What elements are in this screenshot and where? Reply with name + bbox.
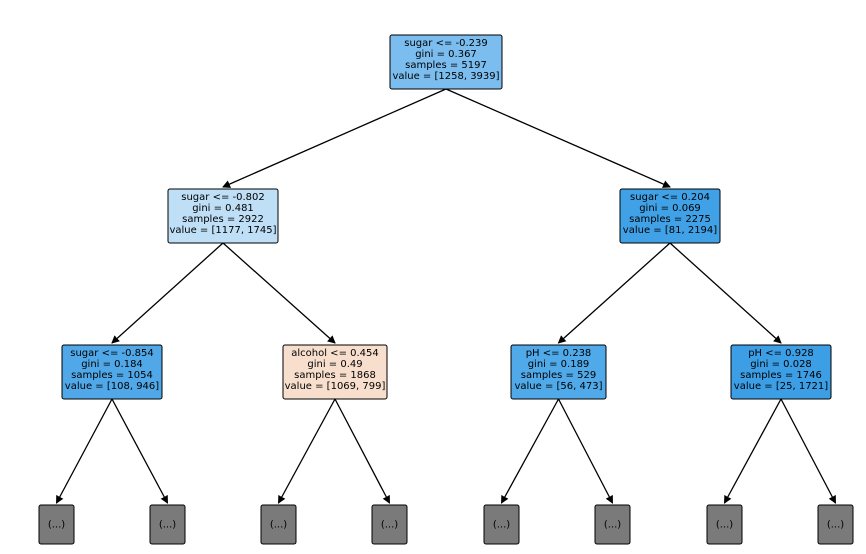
edge-n3-l0	[55, 398, 113, 504]
edge-n1-n4	[222, 242, 336, 344]
edge-n6-l7	[780, 398, 837, 504]
node-line: value = [56, 473]	[514, 381, 602, 392]
leaf-label: (...)	[159, 520, 176, 531]
truncated-leaf-l1: (...)	[149, 504, 186, 545]
node-box	[619, 188, 721, 244]
node-line: samples = 5197	[405, 60, 487, 71]
node-line: value = [1258, 3939]	[392, 71, 499, 82]
node-box	[389, 34, 503, 90]
node-line: gini = 0.189	[528, 359, 590, 370]
edge-n0-n1	[222, 88, 447, 188]
node-line: value = [25, 1721]	[734, 381, 828, 392]
node-box	[282, 344, 388, 400]
truncated-leaf-l4: (...)	[483, 504, 520, 545]
node-line: sugar <= -0.239	[404, 38, 488, 49]
node-line: value = [81, 2194]	[623, 225, 717, 236]
node-line: sugar <= -0.854	[70, 348, 154, 359]
node-line: samples = 1054	[71, 370, 153, 381]
node-line: pH <= 0.238	[526, 348, 592, 359]
leaf-box	[260, 504, 297, 545]
truncated-leaf-l3: (...)	[371, 504, 408, 545]
node-line: sugar <= -0.802	[181, 192, 265, 203]
node-line: pH <= 0.928	[748, 348, 814, 359]
node-line: samples = 2922	[182, 214, 264, 225]
leaf-label: (...)	[493, 520, 510, 531]
leaf-label: (...)	[48, 520, 65, 531]
edge-n4-l3	[334, 398, 391, 504]
leaf-box	[483, 504, 520, 545]
leaf-label: (...)	[716, 520, 733, 531]
node-line: value = [108, 946]	[65, 381, 159, 392]
node-line: gini = 0.184	[81, 359, 143, 370]
leaf-box	[706, 504, 743, 545]
node-line: samples = 1868	[294, 370, 376, 381]
node-line: gini = 0.481	[192, 203, 254, 214]
leaf-label: (...)	[604, 520, 621, 531]
leaf-label: (...)	[827, 520, 844, 531]
leaf-label: (...)	[381, 520, 398, 531]
edge-n5-l4	[500, 398, 560, 504]
edge-n1-n3	[111, 242, 224, 344]
node-box	[510, 344, 607, 400]
node-box	[167, 188, 279, 244]
truncated-leaf-l6: (...)	[706, 504, 743, 545]
node-line: samples = 1746	[740, 370, 822, 381]
edge-n0-n2	[445, 88, 671, 188]
edge-n5-l5	[557, 398, 614, 504]
leaf-label: (...)	[270, 520, 287, 531]
node-box	[730, 344, 832, 400]
leaf-box	[371, 504, 408, 545]
node-line: samples = 2275	[629, 214, 711, 225]
truncated-leaf-l0: (...)	[38, 504, 75, 545]
truncated-leaf-l5: (...)	[594, 504, 631, 545]
node-line: gini = 0.367	[415, 49, 477, 60]
node-line: alcohol <= 0.454	[291, 348, 379, 359]
node-line: sugar <= 0.204	[630, 192, 710, 203]
node-line: gini = 0.49	[307, 359, 362, 370]
node-box	[61, 344, 163, 400]
node-line: gini = 0.028	[750, 359, 812, 370]
edge-n2-n5	[557, 242, 671, 344]
truncated-leaf-l7: (...)	[817, 504, 854, 545]
tree-edges	[55, 88, 837, 504]
edge-n4-l2	[277, 398, 336, 504]
edge-n2-n6	[669, 242, 782, 344]
edge-n3-l1	[111, 398, 169, 504]
node-line: value = [1069, 799]	[285, 381, 386, 392]
leaf-box	[38, 504, 75, 545]
node-line: value = [1177, 1745]	[169, 225, 276, 236]
node-line: samples = 529	[521, 370, 596, 381]
truncated-leaf-l2: (...)	[260, 504, 297, 545]
edge-n6-l6	[723, 398, 782, 504]
node-line: gini = 0.069	[639, 203, 701, 214]
leaf-box	[149, 504, 186, 545]
leaf-box	[594, 504, 631, 545]
leaf-box	[817, 504, 854, 545]
